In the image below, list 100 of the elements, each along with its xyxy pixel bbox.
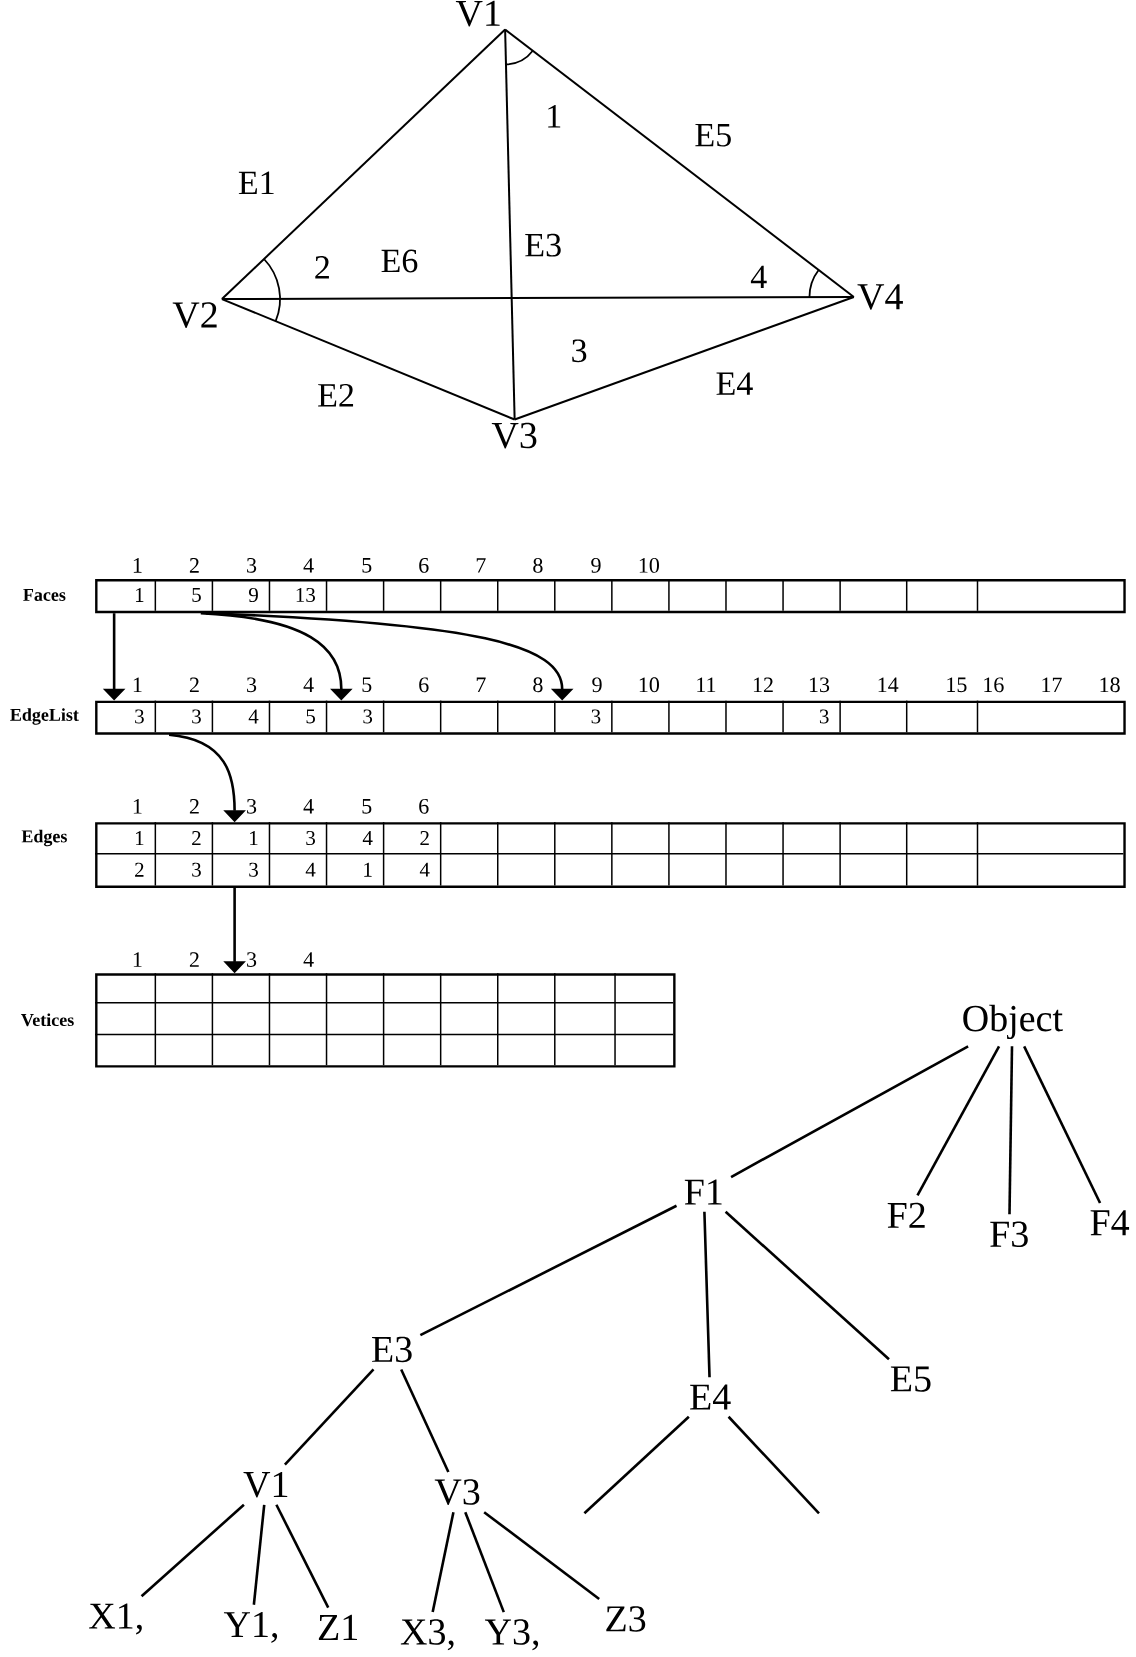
face-number: 1	[548, 105, 561, 128]
face-number: 3	[572, 339, 587, 363]
graph-edge	[504, 28, 516, 421]
cell-value: 5	[192, 588, 201, 602]
cell-value: 1	[136, 831, 144, 845]
index-number: 2	[189, 799, 199, 814]
index-number: 6	[419, 677, 429, 693]
cell-value: 4	[248, 709, 259, 724]
tree-line	[730, 1045, 969, 1179]
index-number: 7	[476, 677, 486, 692]
tree-label: Z3	[606, 1606, 646, 1632]
index-number: 1	[133, 952, 142, 967]
tree-line	[419, 1204, 678, 1337]
vertex-label: V3	[491, 422, 537, 449]
edge-label: E5	[695, 123, 731, 147]
cell-value: 3	[249, 862, 258, 877]
graph-edge	[220, 28, 507, 301]
edge-label: E3	[525, 233, 561, 257]
index-number: 3	[247, 798, 257, 814]
index-number: 3	[247, 677, 257, 693]
tree-line	[483, 1511, 600, 1600]
index-number: 4	[303, 952, 314, 967]
graph-edge	[220, 298, 516, 421]
tree-line	[275, 1504, 330, 1609]
tree-label: F3	[990, 1221, 1028, 1248]
tree-line	[724, 1210, 890, 1361]
index-number: 14	[878, 677, 899, 693]
cell-value: 3	[363, 709, 373, 724]
cell-value: 13	[296, 587, 315, 602]
edge-label: E1	[238, 171, 274, 195]
cell-value: 2	[192, 831, 201, 845]
tree-line	[916, 1045, 1001, 1197]
tree-label: V3	[434, 1479, 480, 1505]
index-number: 8	[533, 677, 543, 693]
cell-value: 3	[135, 709, 144, 724]
index-number: 3	[247, 952, 257, 967]
tree-label: E4	[690, 1384, 731, 1410]
tree-label: E5	[890, 1366, 931, 1392]
tree-line	[1023, 1045, 1102, 1204]
index-number: 1	[133, 677, 142, 693]
index-number: 5	[362, 799, 372, 814]
tree-line	[400, 1368, 450, 1473]
cell-value: 3	[591, 709, 601, 724]
cell-value: 9	[248, 587, 258, 602]
tree-label: F2	[887, 1202, 925, 1228]
table-name: Faces	[23, 588, 66, 601]
tree-label: Z1	[318, 1614, 357, 1640]
tree-line	[252, 1504, 266, 1605]
tree-line	[431, 1511, 455, 1613]
index-number: 11	[697, 677, 716, 693]
vertex-label: V1	[455, 0, 500, 27]
tree-line	[727, 1415, 820, 1515]
cell-value: 3	[819, 709, 829, 724]
table-name: EdgeList	[10, 708, 79, 725]
cell-value: 4	[362, 831, 373, 845]
cell-value: 3	[306, 830, 315, 846]
cell-value: 1	[136, 588, 144, 602]
tree-label: Y1,	[223, 1611, 278, 1643]
cell-value: 2	[135, 862, 144, 877]
index-number: 10	[639, 677, 659, 693]
edge-label: E2	[318, 384, 354, 407]
tree-line	[1008, 1046, 1014, 1215]
cell-value: 3	[192, 709, 201, 724]
index-number: 13	[809, 677, 830, 693]
index-number: 4	[303, 799, 314, 814]
tree-line	[583, 1415, 690, 1515]
tree-label: X1,	[89, 1603, 142, 1635]
cell-value: 4	[419, 862, 430, 877]
edge-label: E6	[381, 249, 418, 273]
index-number: 5	[362, 677, 372, 693]
graph-edge	[220, 295, 855, 301]
index-number: 6	[419, 798, 429, 814]
tree-line	[283, 1368, 375, 1466]
cell-value: 1	[364, 862, 372, 877]
index-number: 12	[753, 677, 773, 693]
index-number: 9	[592, 677, 602, 693]
index-number: 18	[1100, 677, 1120, 693]
tree-label: Object	[963, 1004, 1063, 1040]
index-number: 17	[1042, 677, 1062, 693]
cell-value: 3	[192, 862, 201, 877]
tree-label: V1	[243, 1471, 288, 1498]
tree-label: X3,	[400, 1619, 454, 1651]
cell-value: 5	[306, 709, 315, 724]
face-number: 4	[750, 265, 767, 289]
index-number: 1	[133, 799, 142, 814]
graph-edge	[504, 28, 855, 298]
vertex-label: V2	[172, 302, 217, 328]
index-number: 4	[303, 677, 314, 692]
cell-value: 4	[305, 862, 316, 877]
tree-line	[703, 1211, 711, 1378]
vertex-label: V4	[857, 284, 903, 310]
face-number: 2	[315, 256, 329, 279]
cell-value: 2	[420, 831, 429, 845]
tree-label: F1	[684, 1179, 722, 1205]
tree-label: Y3,	[485, 1619, 539, 1651]
tree-label: F4	[1090, 1210, 1130, 1236]
table-name: Vetices	[21, 1013, 74, 1027]
index-number: 2	[189, 677, 199, 693]
index-number: 2	[189, 952, 199, 967]
tree-line	[464, 1511, 505, 1613]
